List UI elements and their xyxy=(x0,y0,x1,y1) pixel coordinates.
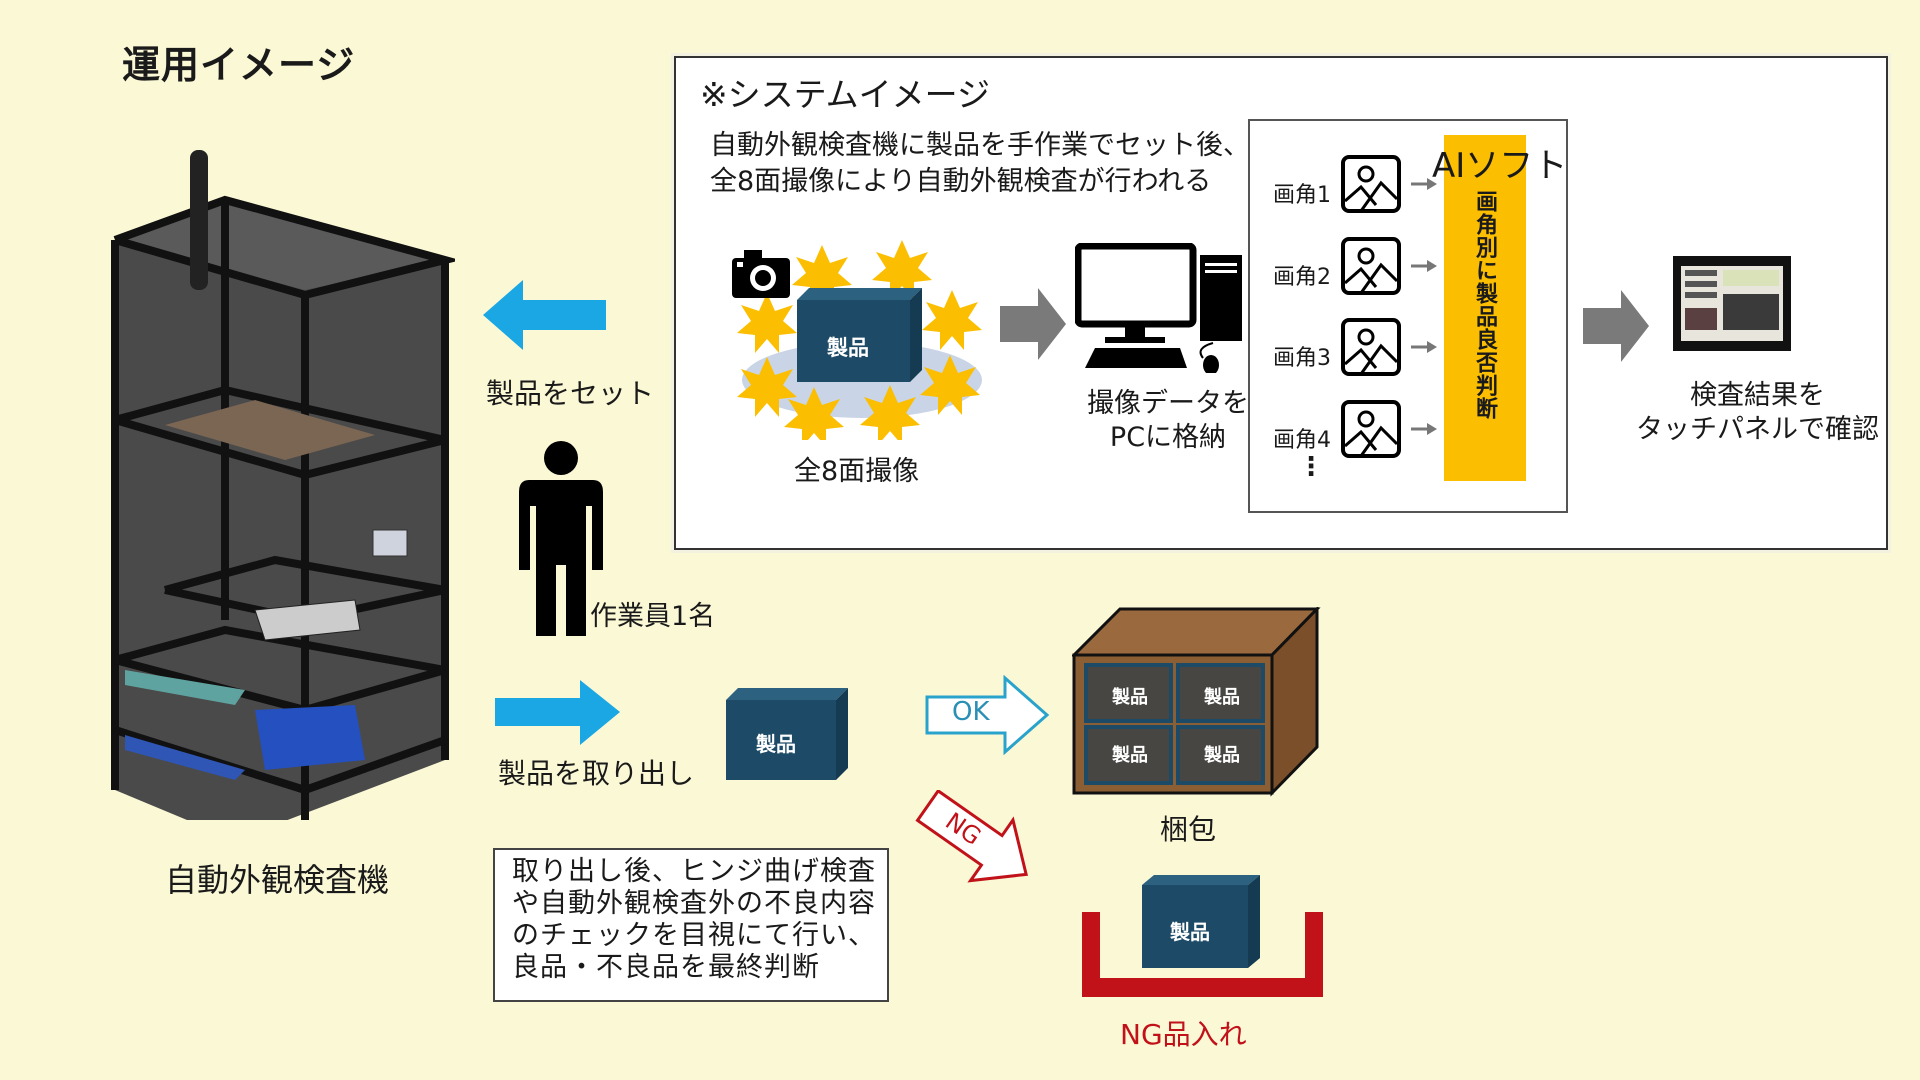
conveyor xyxy=(125,670,245,705)
image-icon xyxy=(1341,318,1439,376)
packed-product-label: 製品 xyxy=(1112,745,1148,766)
flow-arrow-2 xyxy=(1583,290,1649,362)
packed-product-label: 製品 xyxy=(1204,745,1240,766)
page-title: 運用イメージ xyxy=(122,43,356,87)
take-out-label: 製品を取り出し xyxy=(498,757,695,790)
packing-carton xyxy=(1072,607,1321,797)
set-arrow xyxy=(483,280,606,350)
person-icon xyxy=(519,441,603,636)
ai-judgement-bar xyxy=(1444,135,1526,481)
ng-bin-label: NG品入れ xyxy=(1120,1018,1247,1051)
angle-images xyxy=(1341,155,1439,458)
result-label: 検査結果を タッチパネルで確認 xyxy=(1636,380,1879,445)
cable-chain xyxy=(190,150,208,290)
arrow-right-icon xyxy=(495,680,620,745)
system-title: ※システムイメージ xyxy=(700,75,991,114)
capture-product-box xyxy=(797,288,922,382)
packing-label: 梱包 xyxy=(1160,813,1217,846)
camera-stage xyxy=(165,400,375,460)
ok-label: OK xyxy=(952,697,990,727)
capture-illustration xyxy=(732,240,982,440)
ok-arrow xyxy=(925,675,1050,755)
touch-panel-icon xyxy=(1673,256,1791,351)
product-box-label: 製品 xyxy=(756,732,796,756)
machine-enclosure xyxy=(115,200,445,820)
more-angles: ⋮ xyxy=(1298,452,1324,482)
angle-label-3: 画角3 xyxy=(1273,346,1331,371)
product-box xyxy=(726,688,848,780)
pc-label: 撮像データを PCに格納 xyxy=(1087,388,1249,453)
take-out-arrow xyxy=(495,680,620,745)
base-plate xyxy=(125,735,245,780)
ai-vertical-text: 画角別に製品良否判断 xyxy=(1472,190,1497,420)
system-description: 自動外観検査機に製品を手作業でセット後、 全8面撮像により自動外観検査が行われる xyxy=(710,130,1250,197)
packed-product xyxy=(1084,663,1173,723)
ng-product-label: 製品 xyxy=(1170,920,1210,944)
machine-touch-panel xyxy=(372,529,408,557)
packed-product-label: 製品 xyxy=(1204,687,1240,708)
product-tray xyxy=(254,599,361,641)
packed-product-label: 製品 xyxy=(1112,687,1148,708)
capture-product-label: 製品 xyxy=(827,336,869,360)
ng-bin-tray xyxy=(1082,912,1323,997)
inspection-machine-illustration xyxy=(111,150,455,820)
angle-label-4: 画角4 xyxy=(1273,428,1331,453)
flow-arrow-1 xyxy=(1000,288,1066,360)
packed-product xyxy=(1176,725,1265,785)
note-text: 取り出し後、ヒンジ曲げ検査 や自動外観検査外の不良内容 のチェックを目視にて行い… xyxy=(512,856,876,983)
camera-icon xyxy=(732,250,790,298)
ng-bin xyxy=(1082,875,1323,997)
machine-label: 自動外観検査機 xyxy=(165,861,390,899)
flash-bursts xyxy=(737,240,982,440)
image-icon xyxy=(1341,155,1439,213)
ng-arrow xyxy=(915,790,1029,883)
set-label: 製品をセット xyxy=(486,377,655,410)
worker-label: 作業員1名 xyxy=(590,601,716,632)
arrow-left-icon xyxy=(483,280,606,350)
note-box xyxy=(493,848,889,1002)
image-icon xyxy=(1341,237,1439,295)
packed-product xyxy=(1176,663,1265,723)
angle-label-2: 画角2 xyxy=(1273,265,1331,290)
ng-product-box xyxy=(1142,885,1248,968)
ai-title: AIソフト xyxy=(1432,146,1568,186)
angle-label-1: 画角1 xyxy=(1273,183,1331,208)
desktop-pc-icon xyxy=(1075,243,1242,373)
packed-product xyxy=(1084,725,1173,785)
drive-unit xyxy=(255,705,365,770)
image-icon xyxy=(1341,400,1439,458)
capture-label: 全8面撮像 xyxy=(794,456,920,487)
